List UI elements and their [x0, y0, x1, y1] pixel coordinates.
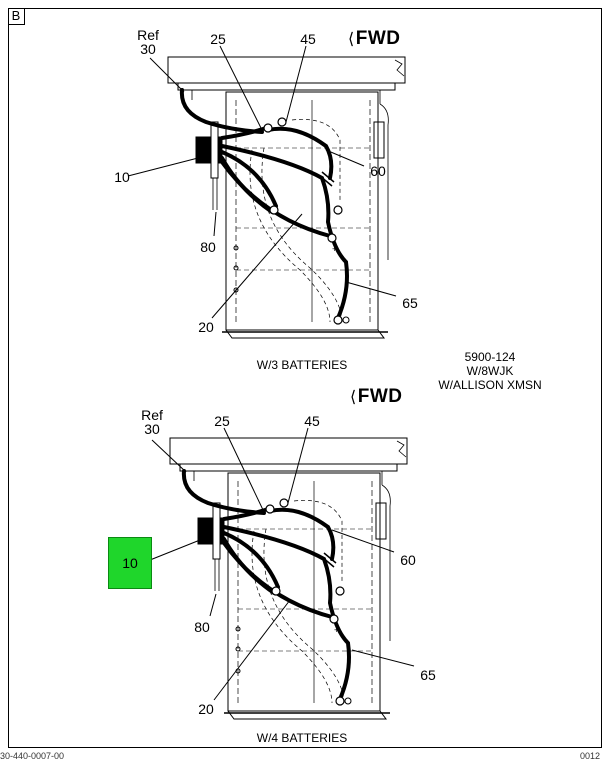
sheet-number: 0012 — [580, 751, 601, 761]
note-line: W/ALLISON XMSN — [438, 378, 542, 392]
callout-20: 20 — [198, 701, 214, 717]
callout-65: 65 — [420, 667, 436, 683]
callout-10-highlighted[interactable]: 10 — [108, 537, 152, 589]
callout-80: 80 — [194, 619, 210, 635]
callout-ref: Ref — [141, 407, 163, 423]
callout-10: 10 — [114, 169, 130, 185]
fwd-indicator: ⟨FWD — [348, 28, 401, 49]
fwd-arrow-icon: ⟨ — [348, 31, 355, 48]
callout-25: 25 — [210, 31, 226, 47]
callout-45: 45 — [300, 31, 316, 47]
view-label: B — [8, 8, 25, 25]
view-caption: W/4 BATTERIES — [256, 731, 348, 745]
view-caption: W/3 BATTERIES — [256, 358, 348, 372]
fwd-arrow-icon: ⟨ — [350, 389, 357, 406]
callout-30: 30 — [140, 41, 156, 57]
drawing-frame — [8, 8, 602, 748]
note-line: 5900-124 — [464, 350, 516, 364]
callout-80: 80 — [200, 239, 216, 255]
note-line: W/8WJK — [466, 364, 514, 378]
fwd-indicator: ⟨FWD — [350, 386, 403, 407]
callout-60: 60 — [370, 163, 386, 179]
callout-45: 45 — [304, 413, 320, 429]
applicability-note: 5900-124 W/8WJK W/ALLISON XMSN — [438, 350, 541, 392]
callout-60: 60 — [400, 552, 416, 568]
callout-65: 65 — [402, 295, 418, 311]
figure-id: 30-440-0007-00 — [0, 751, 65, 761]
callout-20: 20 — [198, 319, 214, 335]
callout-25: 25 — [214, 413, 230, 429]
callout-30: 30 — [144, 421, 160, 437]
callout-ref: Ref — [137, 27, 159, 43]
